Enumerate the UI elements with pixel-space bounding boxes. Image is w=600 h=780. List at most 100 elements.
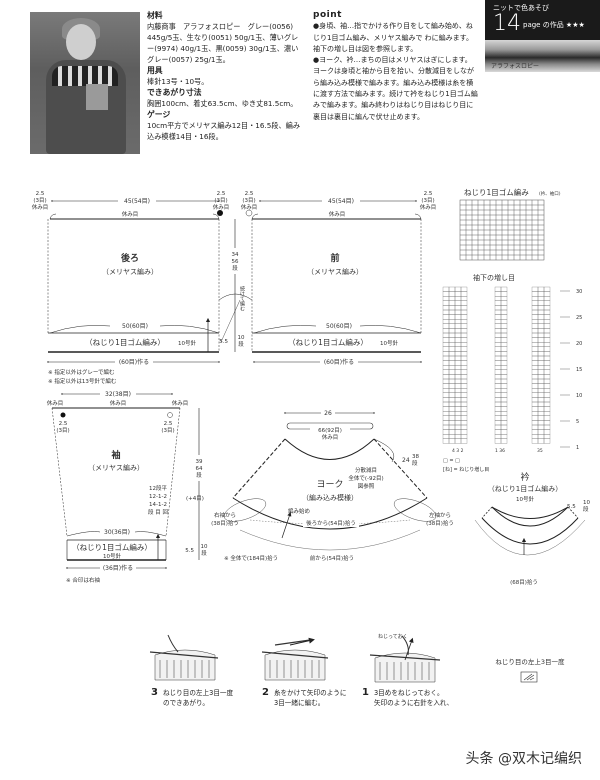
svg-text:(68目)拾う: (68目)拾う bbox=[510, 578, 538, 586]
svg-text:(60目)作る: (60目)作る bbox=[324, 358, 354, 366]
svg-text:35: 35 bbox=[537, 448, 543, 454]
svg-text:休み目: 休み目 bbox=[122, 210, 139, 218]
svg-text:12段平: 12段平 bbox=[149, 484, 167, 492]
svg-text:14-1-2: 14-1-2 bbox=[149, 502, 167, 508]
svg-text:（編み込み模様）: （編み込み模様） bbox=[302, 493, 358, 502]
gauge-title: ゲージ bbox=[147, 110, 171, 119]
svg-text:5.5: 5.5 bbox=[567, 504, 576, 510]
svg-text:(3目): (3目) bbox=[33, 197, 46, 204]
svg-text:5.5: 5.5 bbox=[185, 548, 194, 554]
svg-text:2.5: 2.5 bbox=[424, 191, 433, 197]
svg-text:(+4目): (+4目) bbox=[186, 495, 204, 502]
svg-text:前: 前 bbox=[330, 252, 339, 264]
svg-text:(3目): (3目) bbox=[56, 427, 69, 434]
series-title: ニットで色あそび bbox=[493, 4, 549, 12]
svg-text:38: 38 bbox=[412, 454, 419, 460]
svg-text:45(54目): 45(54目) bbox=[328, 198, 354, 205]
svg-text:24: 24 bbox=[402, 457, 410, 464]
page-number: 14 bbox=[493, 11, 521, 36]
svg-text:25: 25 bbox=[576, 315, 582, 321]
svg-text:休み目: 休み目 bbox=[241, 203, 258, 211]
svg-text:ヨーク: ヨーク bbox=[316, 479, 343, 490]
svg-text:段: 段 bbox=[201, 549, 207, 557]
svg-text:(3目): (3目) bbox=[421, 197, 434, 204]
svg-text:39: 39 bbox=[196, 459, 203, 465]
tools-text: 棒針13号・10号。 bbox=[147, 77, 209, 86]
page-tag: ニットで色あそび 14 page の作品 ★★★ bbox=[485, 0, 600, 40]
svg-text:分散減目: 分散減目 bbox=[355, 466, 377, 474]
svg-text:(3目): (3目) bbox=[242, 197, 255, 204]
tools-title: 用具 bbox=[147, 66, 163, 75]
symbol-box bbox=[520, 671, 538, 683]
collar-diagram: 衿 （ねじり1目ゴム編み） 10号針 (68目)拾う 5.5 10 段 bbox=[474, 471, 590, 586]
svg-text:（ねじり1目ゴム編み）: （ねじり1目ゴム編み） bbox=[288, 337, 368, 347]
front-diagram: 2.5 (3目) 休み目 2.5 (3目) 休み目 45(54目) 休み目 前 … bbox=[241, 191, 437, 366]
svg-text:(36目)作る: (36目)作る bbox=[103, 564, 133, 572]
svg-text:（メリヤス編み）: （メリヤス編み） bbox=[88, 463, 144, 472]
svg-text:段 目 回: 段 目 回 bbox=[148, 508, 168, 516]
sleeve-diagram: 32(38目) 休み目 休み目 休み目 2.5 (3目) 2.5 (3目) 袖 … bbox=[47, 390, 208, 584]
back-diagram: 45(54目) 2.5 (3目) 休み目 2.5 (3目) 休み目 休み目 後ろ… bbox=[32, 191, 229, 366]
svg-text:50(60目): 50(60目) bbox=[122, 323, 148, 330]
svg-text:袖下の増し目: 袖下の増し目 bbox=[473, 273, 515, 282]
svg-text:□ = □: □ = □ bbox=[443, 458, 460, 464]
point-paragraph-2: ●ヨーク、衿…まちの目はメリヤスはぎにします。ヨークは身頃と袖から目を拾い、分散… bbox=[313, 56, 478, 121]
point-paragraph-1: ●身頃、袖…指でかける作り目をして編み始め、ねじり1目ゴム編み、メリヤス編みで … bbox=[313, 22, 473, 53]
yarn-swatch: アラフォスロピー bbox=[485, 40, 600, 72]
svg-text:2.5: 2.5 bbox=[245, 191, 254, 197]
svg-text:26: 26 bbox=[324, 410, 332, 417]
svg-text:10号針: 10号針 bbox=[516, 495, 534, 503]
svg-text:10: 10 bbox=[583, 500, 590, 506]
rib-chart: ねじり1目ゴム編み (衿、袖口) bbox=[459, 187, 561, 261]
svg-text:10: 10 bbox=[238, 335, 245, 341]
materials-section: 材料 内藤商事 アラフォスロピー グレー(0056) 445g/5玉、生なり(0… bbox=[147, 10, 302, 142]
left-3-together-icon bbox=[523, 673, 535, 681]
svg-text:30: 30 bbox=[576, 289, 582, 295]
knitting-steps-illustrations bbox=[149, 634, 441, 683]
step-3-illustration bbox=[149, 634, 219, 681]
body-side-dimensions: 34 56 段 続けて編む 5.5 10 段 bbox=[218, 219, 253, 352]
note-1: ※ 指定以外はグレーで編む bbox=[48, 368, 115, 376]
svg-text:64: 64 bbox=[196, 466, 203, 472]
step-2-illustration bbox=[261, 637, 329, 681]
svg-text:段: 段 bbox=[238, 340, 244, 348]
svg-text:2.5: 2.5 bbox=[217, 191, 226, 197]
svg-text:左袖から: 左袖から bbox=[429, 511, 451, 519]
svg-text:30(36目): 30(36目) bbox=[104, 529, 130, 536]
svg-text:20: 20 bbox=[576, 341, 582, 347]
size-text: 胸囲100cm、着丈63.5cm、ゆき丈81.5cm。 bbox=[147, 99, 298, 108]
svg-text:図参照: 図参照 bbox=[358, 482, 375, 490]
svg-text:休み目: 休み目 bbox=[322, 433, 339, 441]
svg-text:5: 5 bbox=[576, 419, 579, 425]
point-title: point bbox=[313, 10, 342, 20]
svg-text:右袖から: 右袖から bbox=[214, 511, 236, 519]
page-suffix: page の作品 ★★★ bbox=[523, 21, 585, 29]
yarn-label: アラフォスロピー bbox=[491, 63, 540, 70]
svg-text:段: 段 bbox=[583, 505, 589, 513]
symbol-title: ねじり目の左上3目一度 bbox=[495, 657, 565, 666]
svg-text:15: 15 bbox=[576, 367, 582, 373]
svg-text:休み目: 休み目 bbox=[32, 203, 49, 211]
svg-text:全体で(-92目): 全体で(-92目) bbox=[348, 474, 383, 482]
svg-text:編み始め: 編み始め bbox=[288, 507, 310, 515]
svg-text:前から(54目)拾う: 前から(54目)拾う bbox=[310, 554, 354, 562]
svg-text:（ねじり1目ゴム編み）: （ねじり1目ゴム編み） bbox=[85, 337, 165, 347]
svg-text:（メリヤス編み）: （メリヤス編み） bbox=[307, 267, 363, 276]
svg-text:50(60目): 50(60目) bbox=[326, 323, 352, 330]
svg-text:休み目: 休み目 bbox=[172, 399, 189, 407]
svg-text:1: 1 bbox=[576, 445, 579, 451]
svg-text:12-1-2: 12-1-2 bbox=[149, 494, 167, 500]
svg-text:※ 合印は右袖: ※ 合印は右袖 bbox=[66, 576, 100, 584]
point-section: point ●身頃、袖…指でかける作り目をして編み始め、ねじり1目ゴム編み、メリ… bbox=[313, 10, 478, 123]
svg-text:2.5: 2.5 bbox=[59, 421, 68, 427]
materials-title: 材料 bbox=[147, 11, 163, 20]
svg-text:(3目): (3目) bbox=[161, 427, 174, 434]
sweater-photo bbox=[30, 12, 140, 154]
svg-text:(3目): (3目) bbox=[214, 197, 227, 204]
svg-text:休み目: 休み目 bbox=[420, 203, 437, 211]
svg-text:56: 56 bbox=[232, 259, 239, 265]
